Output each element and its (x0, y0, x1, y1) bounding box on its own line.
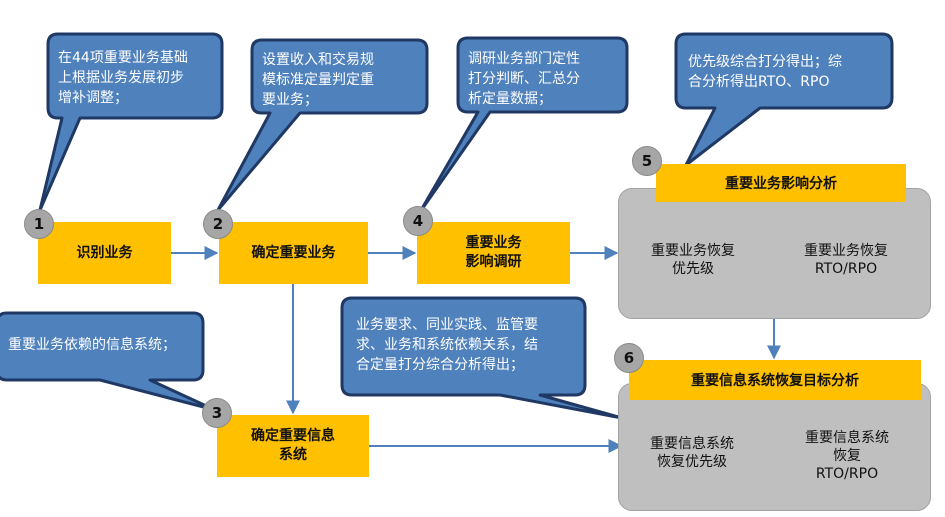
step-number-badge: 6 (614, 343, 644, 373)
step-business-impact-survey[interactable]: 重要业务 影响调研 (417, 222, 570, 284)
step-number-badge: 3 (202, 398, 232, 428)
step-identify-business[interactable]: 识别业务 (38, 222, 171, 284)
callout-text-4: 优先级综合打分得出；综 合分析得出RTO、RPO (688, 54, 842, 90)
callout-text-2: 设置收入和交易规 模标准定量判定重 要业务； (262, 52, 374, 108)
step-label: 确定重要业务 (251, 244, 336, 261)
panel-title: 重要信息系统恢复目标分析 (629, 360, 921, 400)
step-number-badge: 5 (632, 146, 662, 176)
step-determine-important-business[interactable]: 确定重要业务 (219, 222, 368, 284)
step-number-badge: 4 (403, 206, 433, 236)
step-label: 确定重要信息 系统 (251, 428, 335, 463)
panel-business-impact-analysis (618, 188, 931, 319)
card-business-recovery-priority: 重要业务恢复 优先级 (651, 243, 735, 277)
callout-text-3: 调研业务部门定性 打分判断、汇总分 析定量数据； (468, 51, 580, 107)
panel-title: 重要业务影响分析 (656, 164, 906, 202)
panel-system-recovery-target-analysis (618, 383, 931, 511)
callout-text-1: 在44项重要业务基础 上根据业务发展初步 增补调整； (58, 50, 188, 106)
step-determine-important-systems[interactable]: 确定重要信息 系统 (217, 415, 369, 477)
card-system-recovery-priority: 重要信息系统 恢复优先级 (650, 436, 734, 470)
card-business-recovery-rto-rpo: 重要业务恢复 RTO/RPO (804, 243, 888, 277)
step-label: 识别业务 (76, 244, 133, 261)
card-system-recovery-rto-rpo: 重要信息系统 恢复 RTO/RPO (805, 430, 889, 482)
callout-text-6: 业务要求、同业实践、监管要 求、业务和系统依赖关系，结 合定量打分综合分析得出； (356, 317, 538, 373)
step-label: 重要业务 影响调研 (465, 235, 522, 270)
step-number-badge: 2 (203, 209, 233, 239)
step-number-badge: 1 (24, 209, 54, 239)
callout-text-5: 重要业务依赖的信息系统； (8, 337, 176, 353)
